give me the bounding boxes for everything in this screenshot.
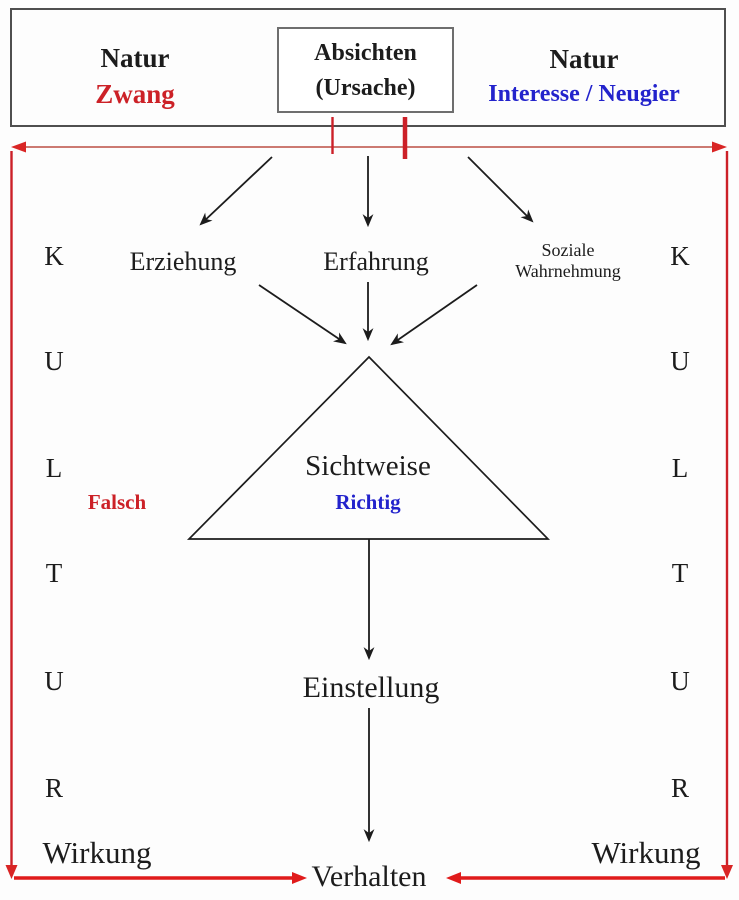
kultur-letter-right: R bbox=[670, 773, 690, 803]
red-arrowhead-left-icon bbox=[11, 141, 26, 153]
sichtweise-label: Sichtweise bbox=[305, 450, 431, 482]
interesse-neugier-label: Interesse / Neugier bbox=[488, 81, 680, 107]
wirkung-label-right: Wirkung bbox=[591, 835, 701, 870]
kultur-letter-left: U bbox=[44, 666, 64, 696]
absichten-title: Absichten bbox=[314, 40, 417, 66]
kultur-letter-left: U bbox=[44, 346, 64, 376]
soziale-wahrnehmung-label: Soziale Wahrnehmung bbox=[515, 240, 621, 282]
arrow-to-soziale-wahrnehmung bbox=[467, 156, 534, 223]
kultur-letter-right: U bbox=[670, 346, 690, 376]
kultur-letter-left: T bbox=[45, 558, 63, 588]
soziale-line: Soziale bbox=[541, 240, 595, 260]
red-bottom-arrowhead-left-icon bbox=[292, 872, 307, 884]
kultur-letter-left: L bbox=[45, 453, 63, 483]
kultur-letter-left: K bbox=[44, 241, 64, 271]
wahrnehmung-line: Wahrnehmung bbox=[515, 261, 621, 281]
arrow-to-erziehung bbox=[199, 156, 273, 226]
absichten-box: Absichten (Ursache) bbox=[277, 27, 454, 113]
nature-right-title: Natur bbox=[549, 44, 619, 74]
zwang-label: Zwang bbox=[95, 79, 175, 109]
arrow-wahrnehmung-to-sichtweise bbox=[390, 284, 478, 346]
erfahrung-label: Erfahrung bbox=[323, 247, 429, 276]
nature-left-block: Natur Zwang bbox=[95, 40, 175, 112]
nature-right-block: Natur Interesse / Neugier bbox=[488, 42, 680, 112]
ursache-subtitle: (Ursache) bbox=[315, 75, 416, 101]
kultur-letter-right: T bbox=[671, 558, 689, 588]
red-down-arrowhead-left-icon bbox=[5, 865, 18, 879]
richtig-label: Richtig bbox=[335, 490, 401, 514]
wirkung-label-left: Wirkung bbox=[42, 835, 152, 870]
kultur-letter-right: L bbox=[671, 453, 689, 483]
kultur-letter-right: K bbox=[670, 241, 690, 271]
einstellung-label: Einstellung bbox=[302, 671, 440, 704]
falsch-label: Falsch bbox=[87, 490, 147, 514]
nature-box bbox=[10, 8, 726, 127]
red-down-arrowhead-right-icon bbox=[721, 865, 733, 879]
verhalten-label: Verhalten bbox=[311, 860, 427, 893]
arrow-erziehung-to-sichtweise bbox=[258, 284, 347, 345]
kultur-letter-left: R bbox=[44, 773, 64, 803]
red-arrowhead-right-icon bbox=[712, 141, 727, 153]
red-bottom-arrowhead-right-icon bbox=[446, 872, 461, 884]
erziehung-label: Erziehung bbox=[129, 247, 237, 276]
nature-left-title: Natur bbox=[100, 43, 170, 73]
kultur-letter-right: U bbox=[670, 666, 690, 696]
